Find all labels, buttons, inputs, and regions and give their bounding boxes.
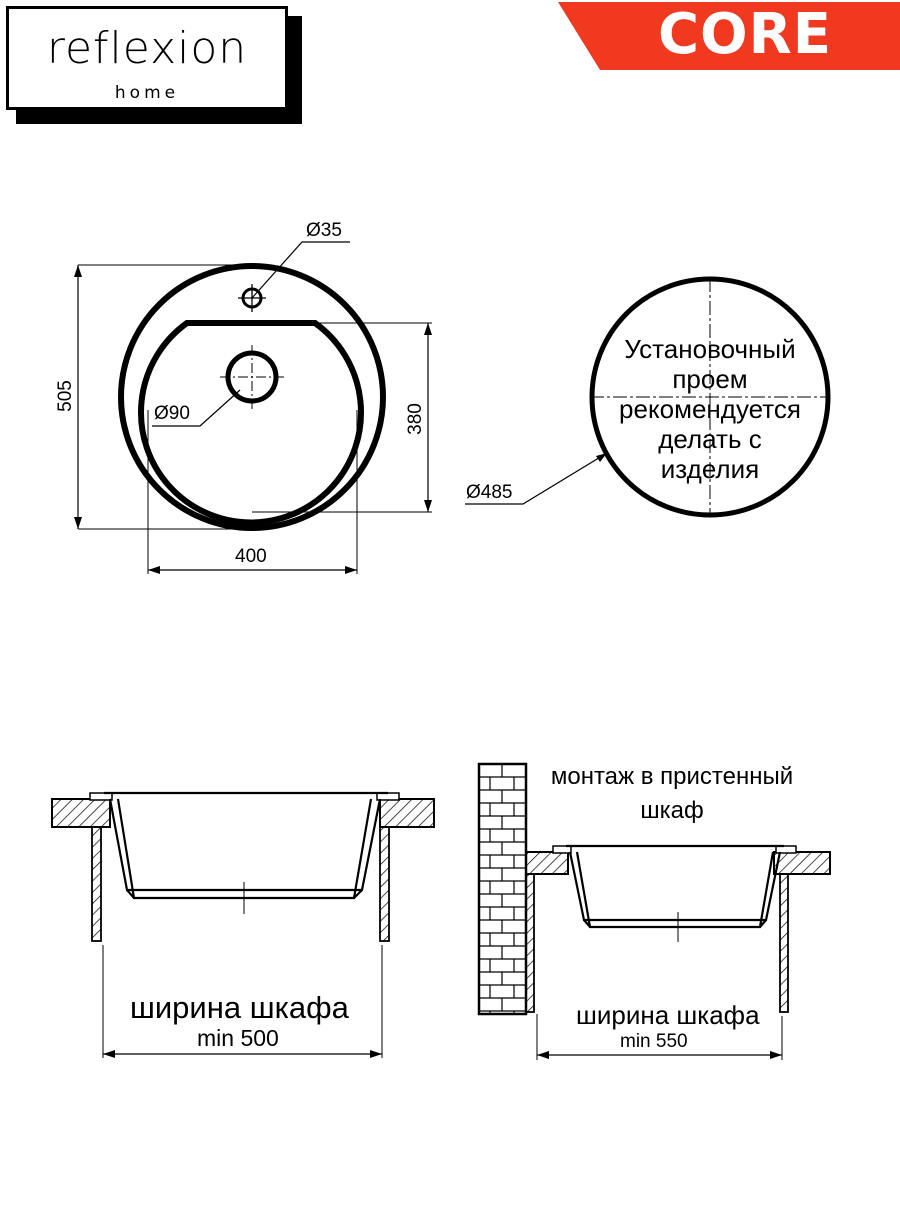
wall-install-title-line: шкаф [640, 797, 704, 824]
sink-profile [104, 791, 388, 900]
drain-diameter-label: Ø90 [154, 403, 190, 424]
logo-box: reflexion home [6, 6, 288, 110]
sink-top-view [74, 241, 432, 574]
height-bowl-label: 380 [404, 403, 426, 435]
install-standard-section [51, 791, 435, 1058]
cutout-note-line: делать с [658, 424, 762, 454]
wall-cabinet-width-value: min 550 [620, 1031, 688, 1052]
height-total-label: 505 [54, 380, 76, 412]
brand-logo: reflexion home [6, 6, 306, 128]
tap-diameter-label: Ø35 [306, 220, 342, 241]
cutout-note: Установочный проем рекомендуется делать … [600, 334, 820, 484]
tap-leader [251, 241, 350, 299]
wall-install-title-line: монтаж в пристенный [550, 763, 794, 790]
sink-profile-wall [566, 844, 784, 929]
cabinet-width-value: min 500 [197, 1025, 279, 1051]
install-wall-section [477, 762, 831, 1060]
countertop-wall-right [773, 851, 831, 875]
cutout-note-line: рекомендуется [619, 394, 801, 424]
countertop-wall-left [525, 851, 569, 875]
cabinet-wall-right-2 [779, 873, 789, 1013]
cutout-diameter-label: Ø485 [466, 482, 513, 503]
logo-sub-text: home [114, 83, 180, 103]
cutout-note-line: изделия [660, 454, 760, 484]
wall-cabinet-width-label: ширина шкафа [576, 1000, 760, 1030]
drain-leader [152, 389, 241, 427]
cutout-note-line: проем [672, 364, 748, 394]
countertop-right [379, 798, 435, 828]
width-bowl-label: 400 [235, 546, 267, 567]
cutout-circle [465, 276, 831, 518]
cabinet-wall-left [91, 826, 102, 942]
wall-install-title: монтаж в пристенный шкаф [536, 760, 808, 828]
logo-main-text: reflexion [46, 23, 248, 74]
series-banner [558, 2, 900, 70]
sink-outer-rim [118, 263, 386, 531]
bowl-outline [138, 320, 364, 526]
cabinet-wall-right [379, 826, 390, 942]
cabinet-width-label: ширина шкафа [130, 990, 349, 1025]
series-name: CORE [657, 2, 833, 67]
cutout-leader [465, 452, 608, 505]
brick-wall [477, 762, 528, 1016]
cabinet-wall-left-2 [525, 873, 535, 1013]
countertop-left [51, 798, 111, 828]
cutout-note-line: Установочный [624, 334, 796, 364]
